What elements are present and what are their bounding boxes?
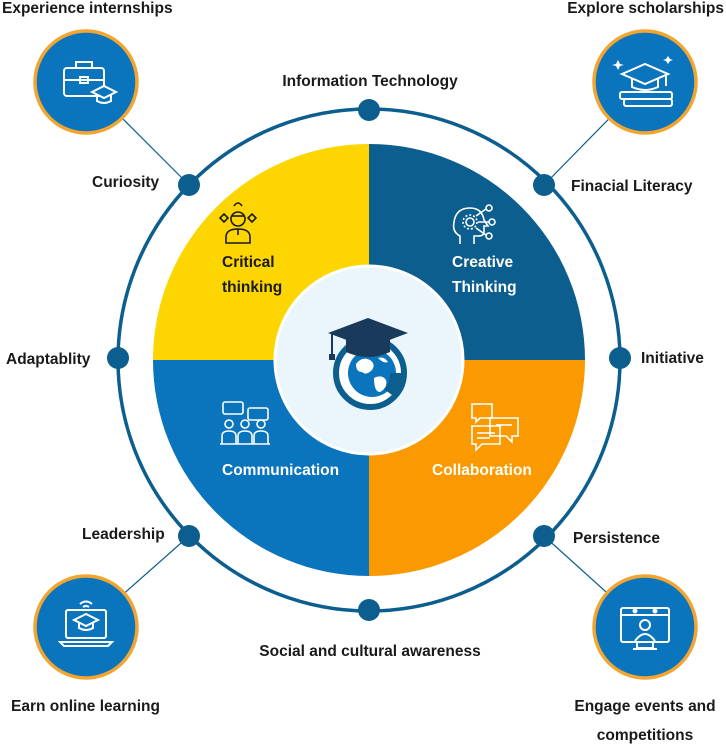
badge-top-right: [592, 29, 698, 135]
ring-label-adaptability: Adaptablity: [6, 351, 91, 368]
quadrant-label-critical: Critical: [222, 254, 275, 271]
corner-title-events-line2: competitions: [597, 727, 693, 744]
badge-bottom-left: [33, 574, 139, 680]
corner-title-internships: Experience internships: [2, 0, 173, 17]
dot-financial-literacy: [533, 174, 555, 196]
quadrant-label-creative: Creative: [452, 254, 514, 271]
briefcase-graduation-icon: [63, 61, 119, 104]
graduation-cap-books-icon: [612, 56, 673, 107]
ring-label-initiative: Initiative: [641, 350, 704, 367]
laptop-graduation-icon: [57, 600, 115, 647]
corner-title-events-line1: Engage events and: [574, 698, 715, 715]
quadrant-label-collaboration: Collaboration: [432, 462, 532, 479]
dot-initiative: [609, 347, 631, 369]
quadrant-label-creative-thinking: Thinking: [452, 279, 517, 296]
ring-label-persistence: Persistence: [573, 530, 660, 547]
quadrant-label-communication: Communication: [222, 462, 339, 479]
dot-adaptability: [107, 347, 129, 369]
dot-information-technology: [358, 99, 380, 121]
ring-label-financial-literacy: Finacial Literacy: [571, 178, 693, 195]
person-thinking-icon: [218, 202, 258, 244]
globe-graduation-cap-logo: [328, 318, 408, 410]
dot-persistence: [533, 525, 555, 547]
people-chat-icon: [220, 401, 270, 445]
dot-social-cultural-awareness: [358, 599, 380, 621]
speech-bubbles-icon: [471, 403, 519, 452]
badge-top-left: [33, 29, 139, 135]
corner-title-online-learning: Earn online learning: [11, 698, 160, 715]
head-gears-icon: [452, 204, 496, 244]
corner-title-scholarships: Explore scholarships: [567, 0, 724, 17]
video-conference-icon: [620, 607, 670, 650]
ring-label-leadership: Leadership: [82, 526, 165, 543]
dot-leadership: [178, 525, 200, 547]
dot-curiosity: [178, 174, 200, 196]
ring-label-social-cultural-awareness: Social and cultural awareness: [259, 643, 480, 660]
quadrant-label-thinking: thinking: [222, 279, 282, 296]
ring-label-curiosity: Curiosity: [92, 174, 160, 191]
badge-bottom-right: [592, 574, 698, 680]
ring-label-information-technology: Information Technology: [282, 73, 458, 90]
